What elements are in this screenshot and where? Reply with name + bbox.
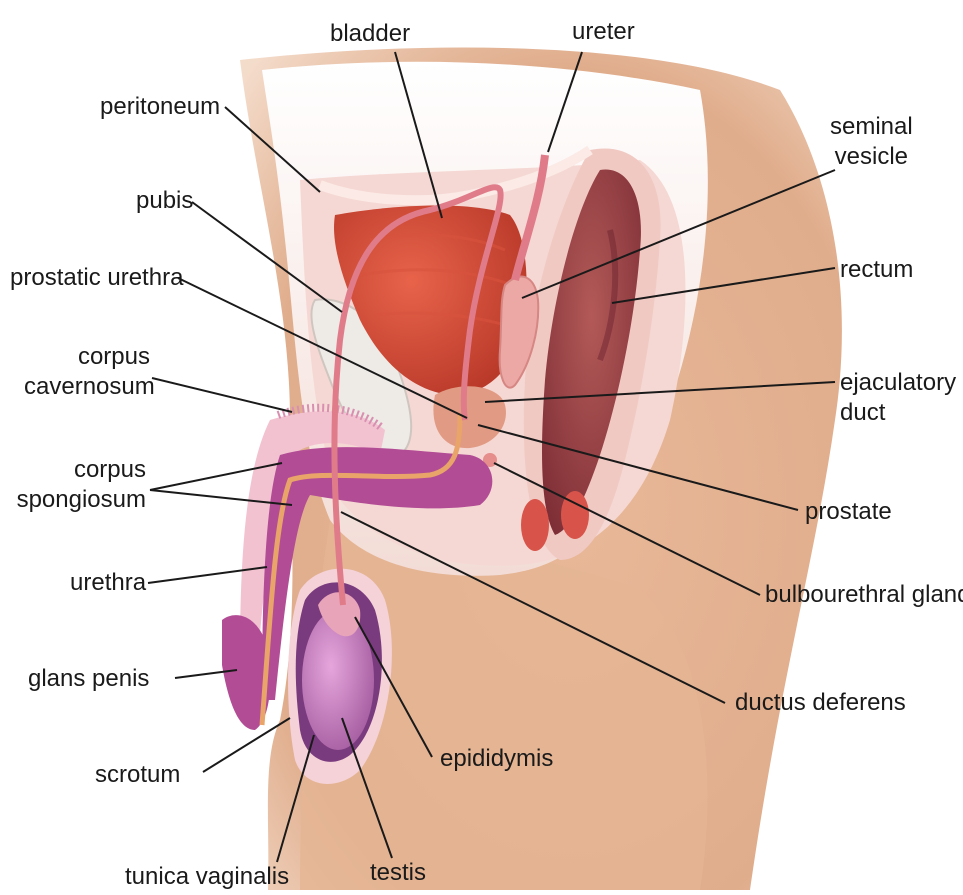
label-seminal-vesicle: seminal vesicle: [830, 112, 913, 172]
label-corpus-cavernosum-line1: corpus: [24, 342, 150, 372]
label-prostate: prostate: [805, 497, 892, 527]
leader-corpus-cavernosum: [152, 378, 292, 412]
label-testis: testis: [370, 858, 426, 888]
label-ejaculatory-duct-line1: ejaculatory: [840, 368, 956, 398]
label-seminal-vesicle-line2: vesicle: [830, 142, 913, 172]
label-epididymis: epididymis: [440, 744, 553, 774]
label-corpus-spongiosum-line1: corpus: [12, 455, 146, 485]
label-urethra: urethra: [70, 568, 146, 598]
label-scrotum: scrotum: [95, 760, 180, 790]
label-tunica-vaginalis: tunica vaginalis: [125, 862, 289, 892]
label-seminal-vesicle-line1: seminal: [830, 112, 913, 142]
label-pubis: pubis: [136, 186, 193, 216]
label-ejaculatory-duct-line2: duct: [840, 398, 956, 428]
label-corpus-cavernosum: corpus cavernosum: [24, 342, 150, 402]
label-bulbourethral-gland: bulbourethral gland: [765, 580, 963, 610]
label-corpus-spongiosum: corpus spongiosum: [12, 455, 146, 515]
label-rectum: rectum: [840, 255, 913, 285]
label-ejaculatory-duct: ejaculatory duct: [840, 368, 956, 428]
label-corpus-spongiosum-line2: spongiosum: [12, 485, 146, 515]
label-ductus-deferens: ductus deferens: [735, 688, 906, 718]
label-ureter: ureter: [572, 17, 635, 47]
label-prostatic-urethra: prostatic urethra: [10, 263, 183, 293]
label-peritoneum: peritoneum: [100, 92, 220, 122]
label-corpus-cavernosum-line2: cavernosum: [24, 372, 150, 402]
label-bladder: bladder: [330, 19, 410, 49]
label-glans-penis: glans penis: [28, 664, 149, 694]
